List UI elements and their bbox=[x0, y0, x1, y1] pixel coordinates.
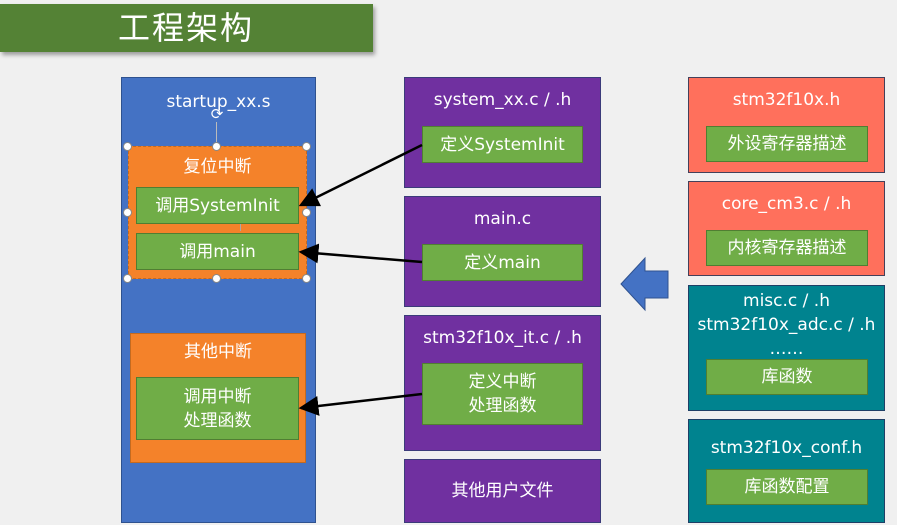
call-systeminit-box: 调用SystemInit bbox=[136, 187, 299, 224]
rotate-handle-stem bbox=[216, 122, 217, 146]
other-user-files-panel: 其他用户文件 bbox=[404, 459, 601, 523]
main-file-name: main.c bbox=[473, 209, 532, 229]
other-interrupt-title: 其他中断 bbox=[184, 342, 252, 362]
other-user-files-label: 其他用户文件 bbox=[451, 481, 554, 501]
library-config-box: 库函数配置 bbox=[706, 469, 868, 505]
core-register-box: 内核寄存器描述 bbox=[706, 230, 868, 266]
resize-handle-top-left[interactable] bbox=[123, 142, 132, 151]
define-handler-box: 定义中断 处理函数 bbox=[422, 363, 583, 425]
startup-file-name: startup_xx.s bbox=[166, 92, 271, 112]
resize-handle-top-right[interactable] bbox=[302, 142, 311, 151]
slide-title: 工程架构 bbox=[0, 4, 373, 52]
library-source-names: misc.c / .h stm32f10x_adc.c / .h …… bbox=[697, 291, 876, 359]
resize-handle-right[interactable] bbox=[302, 208, 311, 217]
reset-interrupt-title: 复位中断 bbox=[183, 157, 252, 177]
define-systeminit-box: 定义SystemInit bbox=[422, 126, 583, 163]
resize-handle-bottom[interactable] bbox=[212, 274, 221, 283]
stm32f10x-h-name: stm32f10x.h bbox=[732, 90, 841, 110]
resize-handle-top[interactable] bbox=[212, 142, 221, 151]
system-file-name: system_xx.c / .h bbox=[433, 90, 572, 110]
peripheral-register-box: 外设寄存器描述 bbox=[706, 126, 868, 162]
resize-handle-left[interactable] bbox=[123, 208, 132, 217]
conf-h-name: stm32f10x_conf.h bbox=[710, 438, 863, 458]
resize-handle-bottom-left[interactable] bbox=[123, 274, 132, 283]
rotate-handle-icon[interactable]: ⟳ bbox=[210, 105, 224, 123]
call-handler-box: 调用中断 处理函数 bbox=[136, 377, 299, 440]
library-functions-box: 库函数 bbox=[706, 359, 868, 395]
core-cm3-name: core_cm3.c / .h bbox=[721, 194, 852, 214]
define-main-box: 定义main bbox=[422, 244, 583, 281]
resize-handle-bottom-right[interactable] bbox=[302, 274, 311, 283]
it-file-name: stm32f10x_it.c / .h bbox=[423, 328, 582, 348]
text-cursor-icon: I bbox=[239, 223, 242, 234]
call-main-box: 调用main bbox=[136, 233, 299, 270]
